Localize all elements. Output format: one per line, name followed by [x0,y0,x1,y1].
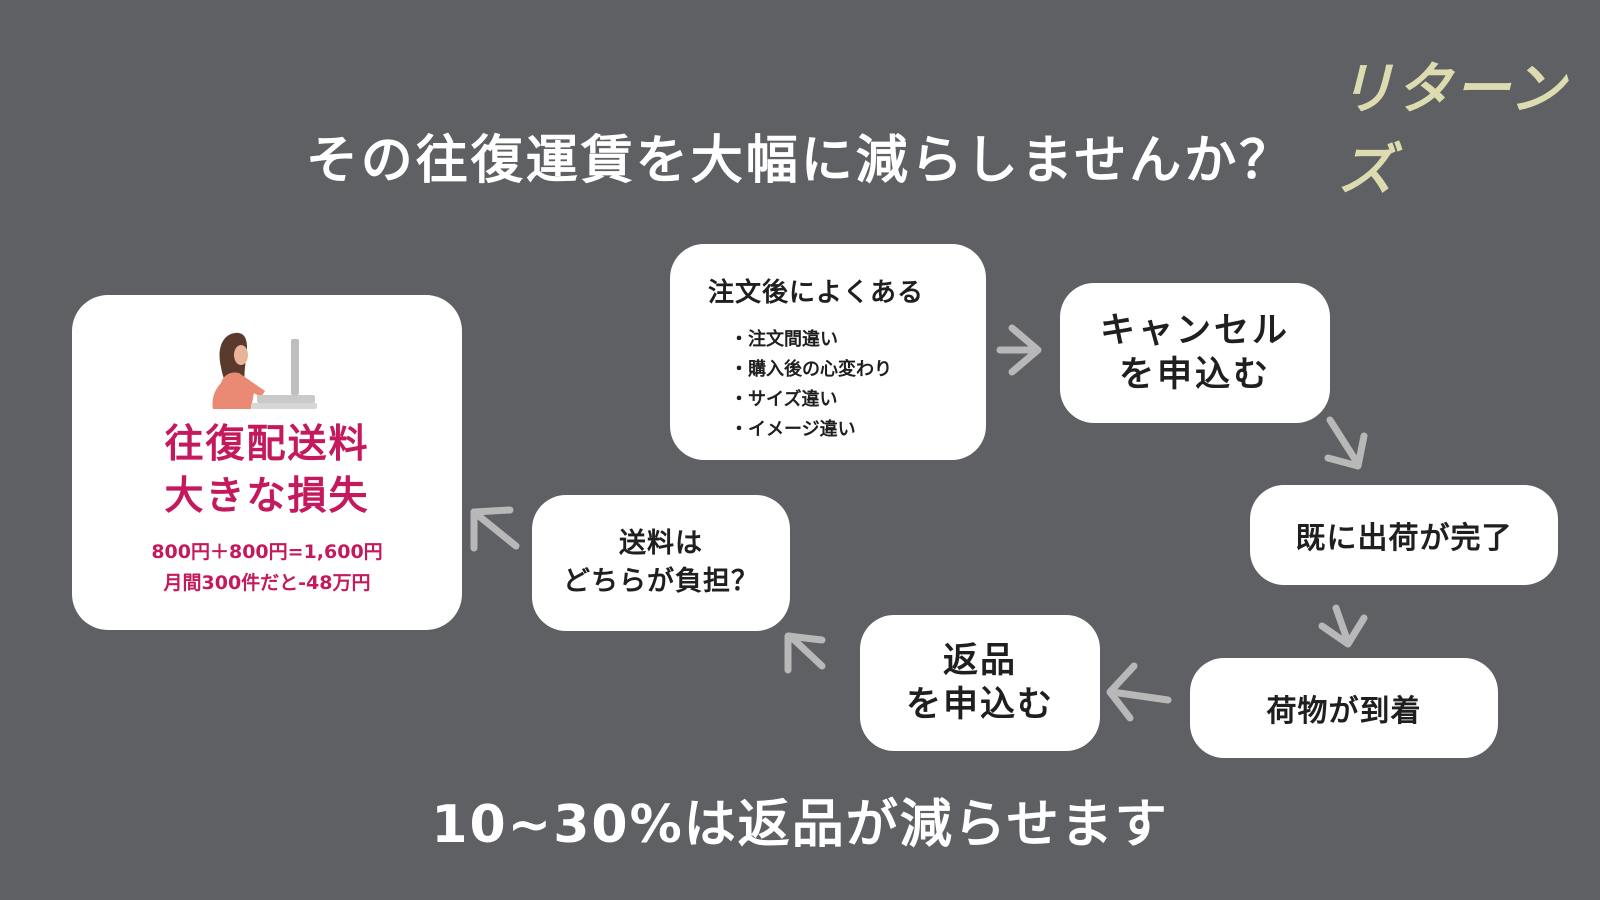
arrow-down-icon [1318,604,1368,648]
loss-detail-line2: 月間300件だと-48万円 [163,571,371,594]
list-item: 購入後の心変わり [730,355,892,385]
arrived-box: 荷物が到着 [1190,658,1498,758]
list-item: イメージ違い [730,415,892,445]
loss-title: 往復配送料 大きな損失 [164,419,369,523]
shipped-box: 既に出荷が完了 [1250,485,1558,585]
shipping-cost-line1: 送料は [619,528,703,559]
cancel-line1: キャンセル [1099,311,1290,351]
list-item: 注文間違い [730,325,892,355]
arrow-up-left-icon [470,506,520,552]
after-order-box: 注文後によくある 注文間違い 購入後の心変わり サイズ違い イメージ違い [670,244,986,460]
page-title: その往復運賃を大幅に減らしませんか？ [305,131,1295,191]
shipping-cost-line2: どちらが負担？ [563,566,759,597]
arrow-right-icon [996,324,1042,376]
list-item: サイズ違い [730,385,892,415]
arrow-left-icon [1106,662,1172,722]
brand-logo: リターンズ [1338,57,1568,203]
return-request-box: 返品 を申込む [860,615,1100,751]
loss-title-line2: 大きな損失 [164,473,370,519]
shipping-cost-box: 送料は どちらが負担？ [532,495,790,631]
person-at-laptop-illustration [212,332,317,409]
cancel-line2: を申込む [1118,355,1271,395]
return-line2: を申込む [905,685,1054,725]
loss-detail-line1: 800円＋800円=1,600円 [151,540,383,563]
bottom-message: 10~30%は返品が減らせます [431,795,1169,855]
after-order-heading: 注文後によくある [708,278,925,308]
loss-detail: 800円＋800円=1,600円 月間300件だと-48万円 [151,537,382,599]
return-line1: 返品 [942,641,1017,681]
arrow-down-right-icon [1324,416,1368,470]
cancel-box: キャンセル を申込む [1060,283,1330,423]
loss-title-line1: 往復配送料 [164,421,370,467]
arrow-up-left-icon [784,632,826,674]
shipped-label: 既に出荷が完了 [1295,521,1513,556]
after-order-list: 注文間違い 購入後の心変わり サイズ違い イメージ違い [708,325,892,445]
loss-box: 往復配送料 大きな損失 800円＋800円=1,600円 月間300件だと-48… [72,295,462,630]
arrived-label: 荷物が到着 [1266,694,1422,729]
